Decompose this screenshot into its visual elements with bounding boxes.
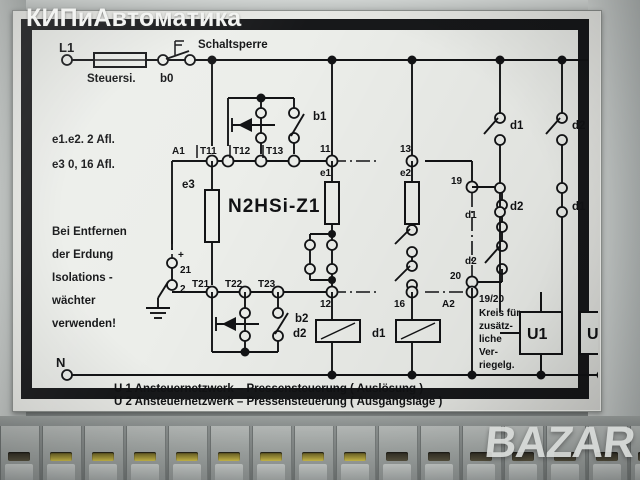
label-steuersi: Steuersi.: [87, 73, 136, 85]
contact-13: 13: [400, 144, 412, 155]
interlock-note-5: Ver-: [479, 347, 498, 358]
device-terminal-strip: [0, 416, 640, 480]
contact-label-d1-col1: d1: [510, 120, 524, 132]
interlock-note-4: liche: [479, 334, 502, 345]
label-L1: L1: [59, 40, 74, 55]
note-current-e1e2: e1.e2. 2 Afl.: [52, 134, 115, 146]
interlock-note-2: Kreis für: [479, 308, 520, 319]
contact-19: 19: [451, 176, 463, 187]
contact-label-d2-col2: d2: [572, 120, 585, 132]
relay-coil-d2: d2: [293, 328, 306, 340]
contact-16: 16: [394, 299, 406, 310]
contact-12: 12: [320, 299, 332, 310]
terminal-teeth: [0, 426, 640, 480]
terminal-module: [126, 426, 166, 480]
terminal-T12: T12: [233, 146, 251, 157]
terminal-T21: T21: [192, 279, 210, 290]
label-b0: b0: [160, 73, 173, 85]
contact-label-d1-col2: d1: [572, 201, 586, 213]
output-box-U2-text: U2: [587, 326, 598, 343]
terminal-T23: T23: [258, 279, 276, 290]
terminal-module: [546, 426, 586, 480]
terminal-module: [168, 426, 208, 480]
warning-line-1: Bei Entfernen: [52, 226, 127, 238]
terminal-module: [504, 426, 544, 480]
label-b1: b1: [313, 111, 327, 123]
interlock-note-3: zusätz-: [479, 321, 513, 332]
warning-line-2: der Erdung: [52, 249, 113, 261]
terminal-module: [42, 426, 82, 480]
contact-A2: A2: [442, 299, 455, 310]
terminal-T11: T11: [200, 146, 217, 157]
plus-sign: +: [178, 250, 184, 261]
warning-line-3: Isolations -: [52, 272, 113, 284]
footer-line-2: U 2 Ansteuernetzwerk – Pressensteuerung …: [114, 396, 442, 408]
terminal-module: [420, 426, 460, 480]
wiring-diagram-label: L1 Steuersi. b0 Schaltsperre e1.e2. 2 Af…: [12, 10, 602, 412]
terminal-22-dup: 2: [180, 284, 186, 295]
relay-coil-d1: d1: [372, 328, 386, 340]
terminal-T22: T22: [225, 279, 243, 290]
terminal-module: [210, 426, 250, 480]
terminal-module: [84, 426, 124, 480]
warning-line-5: verwenden!: [52, 318, 116, 330]
terminal-module: [252, 426, 292, 480]
coil-e1-label: e1: [320, 168, 332, 179]
fuse-e3-label: e3: [182, 179, 195, 191]
terminal-module: [588, 426, 628, 480]
terminal-21: 21: [180, 265, 192, 276]
terminal-module: [378, 426, 418, 480]
terminal-A1: A1: [172, 146, 185, 157]
label-schaltsperre: Schaltsperre: [198, 39, 268, 51]
note-current-e3: e3 0, 16 Afl.: [52, 159, 115, 171]
terminal-module: [0, 426, 40, 480]
device-model: N2HSi-Z1: [228, 196, 320, 217]
interlock-contact-d2: d2: [465, 256, 477, 267]
interlock-note-1: 19/20: [479, 294, 504, 305]
interlock-note-6: riegelg.: [479, 360, 515, 371]
label-b2: b2: [295, 313, 308, 325]
footer-line-1: U 1 Ansteuernetzwerk – Pressensteuerung …: [114, 383, 423, 395]
terminal-module: [294, 426, 334, 480]
output-box-U1-text: U1: [527, 326, 548, 343]
diagram-frame: L1 Steuersi. b0 Schaltsperre e1.e2. 2 Af…: [21, 19, 598, 408]
contact-20: 20: [450, 271, 462, 282]
interlock-contact-d1: d1: [465, 210, 477, 221]
warning-line-4: wächter: [51, 295, 96, 307]
circuit-diagram-svg: L1 Steuersi. b0 Schaltsperre e1.e2. 2 Af…: [51, 39, 598, 408]
terminal-module: [336, 426, 376, 480]
label-N: N: [56, 355, 65, 370]
terminal-module: [630, 426, 640, 480]
terminal-T13: T13: [266, 146, 284, 157]
contact-label-d2-col1: d2: [510, 201, 523, 213]
coil-e2-label: e2: [400, 168, 412, 179]
cabinet-top-edge: [0, 0, 640, 10]
terminal-module: [462, 426, 502, 480]
contact-11: 11: [320, 144, 331, 155]
diagram-canvas: L1 Steuersi. b0 Schaltsperre e1.e2. 2 Af…: [32, 30, 598, 408]
